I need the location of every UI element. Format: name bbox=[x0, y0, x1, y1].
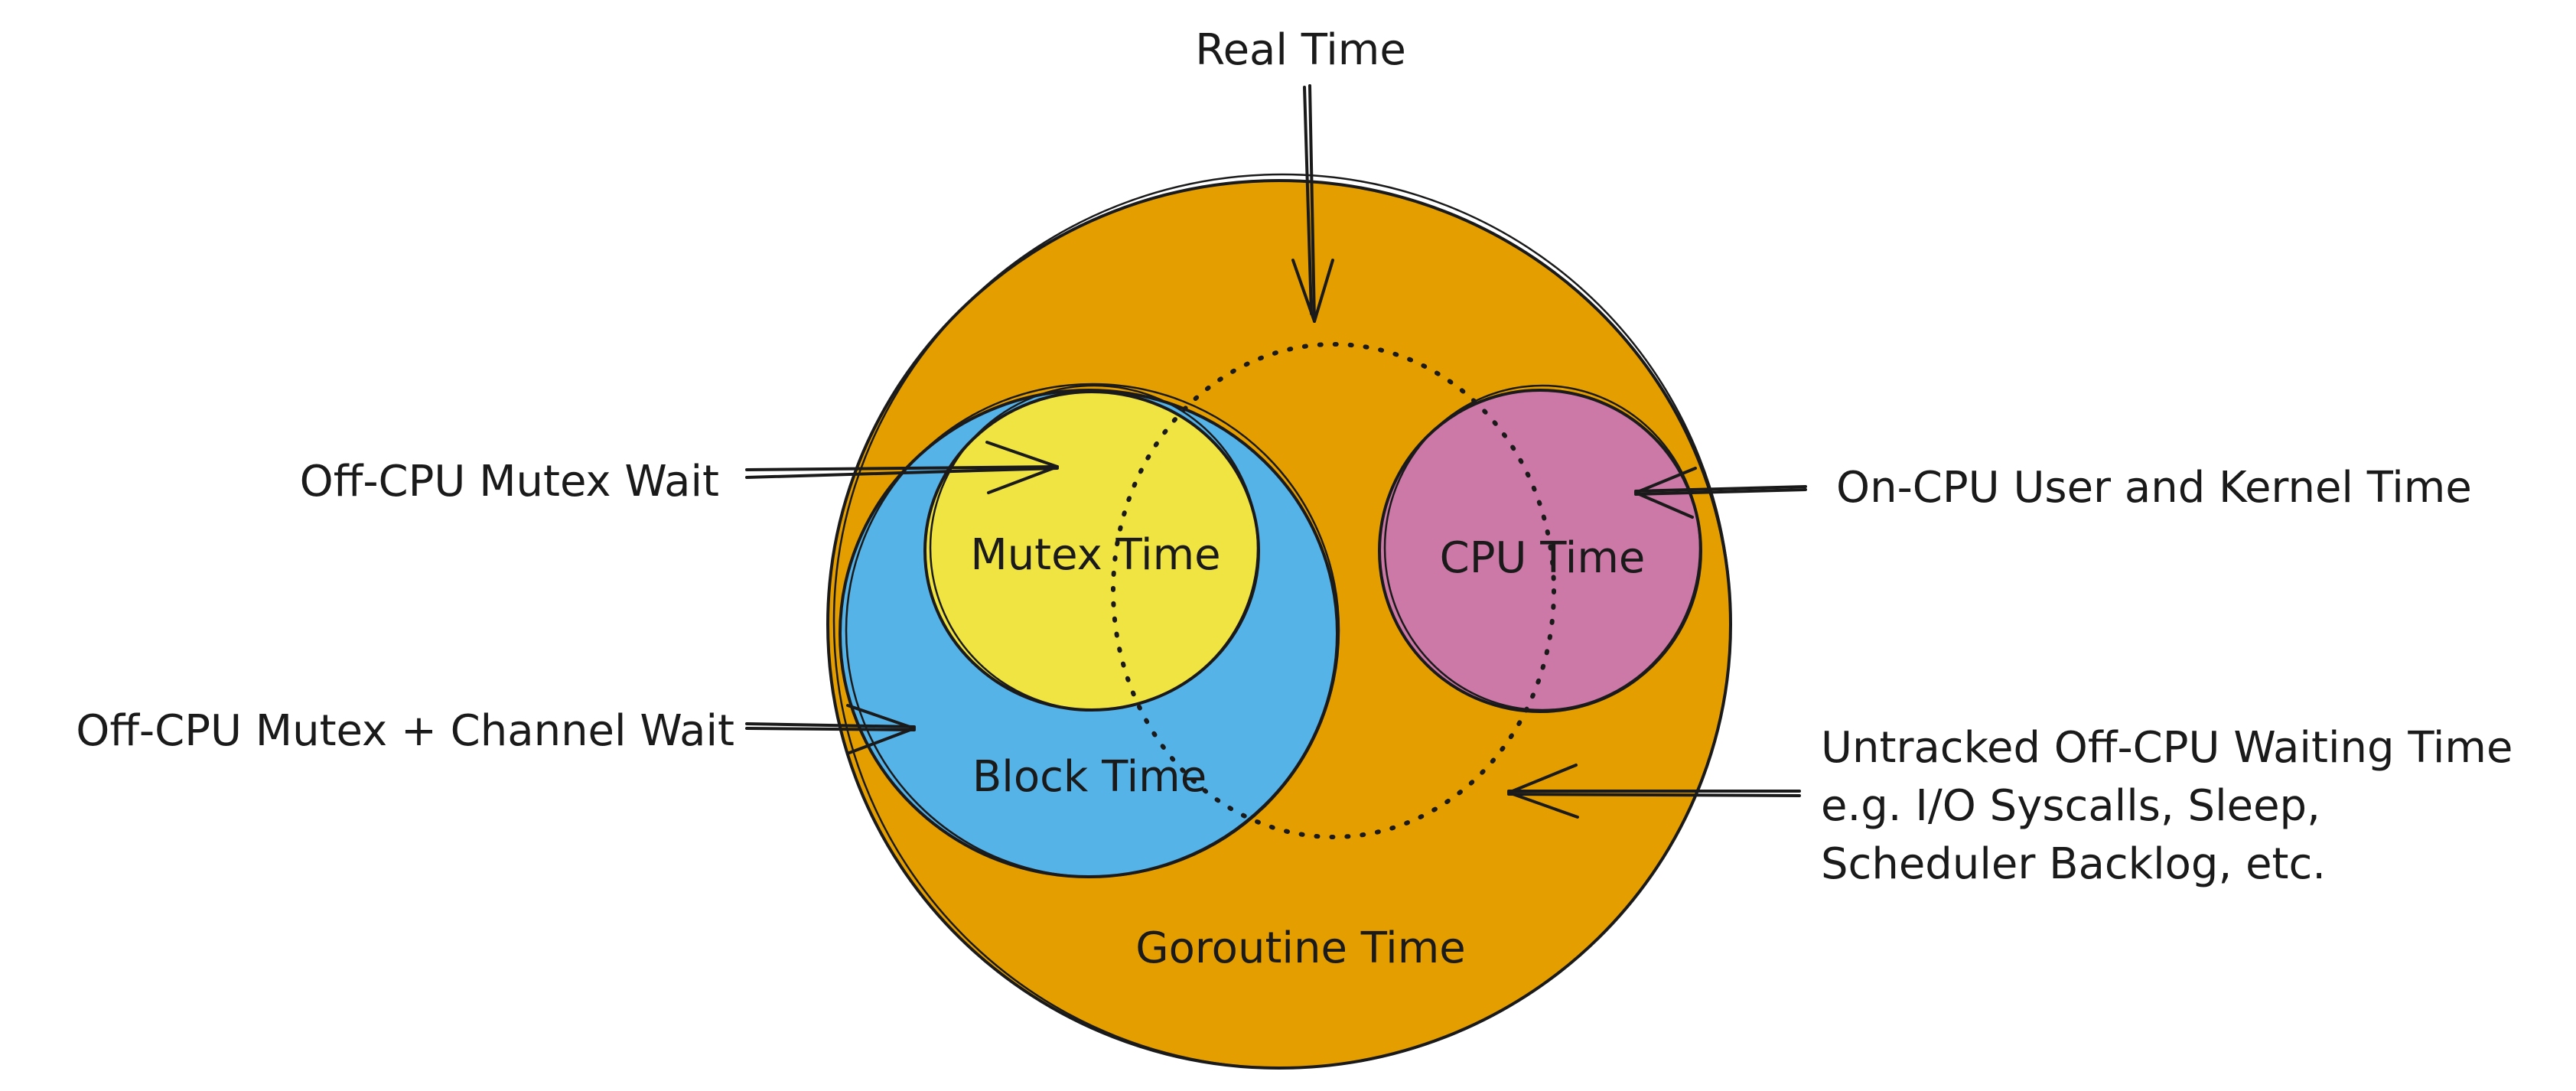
mutex-circle-sketch-outline bbox=[929, 384, 1259, 712]
untracked-label-line3: Scheduler Backlog, etc. bbox=[1821, 839, 2326, 889]
goroutine-time-label: Goroutine Time bbox=[1135, 923, 1466, 973]
cpu-time-label: CPU Time bbox=[1440, 533, 1646, 583]
untracked-label-line2: e.g. I/O Syscalls, Sleep, bbox=[1821, 781, 2320, 831]
real-time-label: Real Time bbox=[1195, 25, 1406, 75]
real-time-arrow bbox=[1291, 84, 1334, 323]
mutex-time-circle bbox=[923, 384, 1260, 712]
mutex-wait-arrow bbox=[745, 441, 1059, 494]
untracked-label-line1: Untracked Off-CPU Waiting Time bbox=[1821, 723, 2512, 773]
untracked-arrow bbox=[1507, 764, 1801, 819]
cpu-time-circle bbox=[1378, 384, 1702, 713]
mutex-wait-label: Off-CPU Mutex Wait bbox=[300, 457, 719, 506]
on-cpu-label: On-CPU User and Kernel Time bbox=[1836, 463, 2472, 513]
block-time-label: Block Time bbox=[972, 752, 1207, 802]
mutex-channel-wait-arrow bbox=[745, 704, 916, 754]
goroutine-circle-sketch-outline bbox=[832, 173, 1732, 1070]
mutex-time-label: Mutex Time bbox=[970, 530, 1220, 580]
block-circle-sketch-outline bbox=[845, 383, 1340, 878]
mutex-channel-wait-label: Off-CPU Mutex + Channel Wait bbox=[76, 706, 734, 756]
cpu-circle-sketch-outline bbox=[1383, 384, 1702, 712]
mutex-circle-fill bbox=[925, 392, 1259, 710]
cpu-circle-fill bbox=[1379, 390, 1701, 712]
real-time-dotted-circle bbox=[1111, 342, 1556, 839]
on-cpu-arrow bbox=[1634, 467, 1807, 519]
